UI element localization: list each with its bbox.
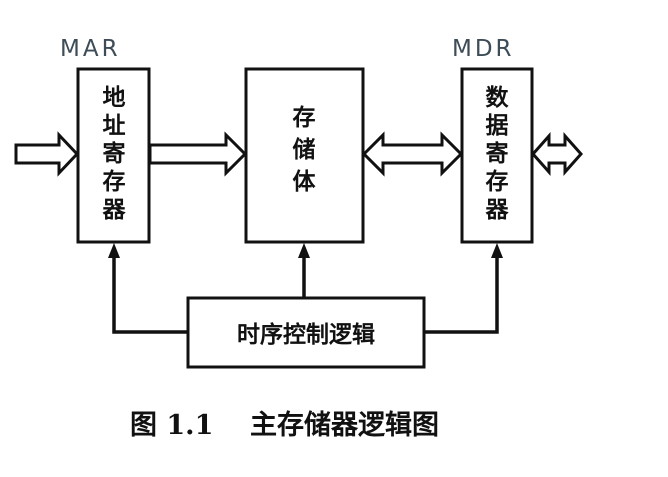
data-register-char-3: 寄 — [486, 140, 509, 167]
data-bus-bidirectional-arrow — [530, 132, 584, 176]
data-register-block: 数 据 寄 存 器 — [460, 67, 534, 244]
address-register-char-4: 存 — [103, 168, 126, 195]
address-register-block: 地 址 寄 存 器 — [76, 67, 151, 244]
mar-label: MAR — [60, 36, 121, 62]
memory-mdr-bidirectional-arrow — [361, 131, 464, 177]
address-input-arrow — [14, 131, 80, 177]
address-register-char-2: 址 — [103, 113, 126, 139]
control-arrowhead-mdr — [491, 243, 503, 258]
data-register-char-2: 据 — [486, 113, 509, 139]
control-line-to-mdr — [424, 255, 499, 334]
address-register-char-1: 地 — [103, 85, 126, 111]
memory-body-char-1: 存 — [293, 104, 316, 131]
timing-control-block: 时序控制逻辑 — [186, 296, 426, 369]
memory-body-char-3: 体 — [293, 169, 317, 195]
mar-to-memory-arrow — [148, 131, 248, 177]
data-register-char-4: 存 — [486, 168, 509, 195]
data-register-char-1: 数 — [486, 85, 510, 111]
control-line-to-mar — [112, 255, 188, 334]
figure-number: 图 1.1 — [130, 410, 213, 441]
address-register-char-3: 寄 — [103, 140, 126, 167]
address-register-char-5: 器 — [102, 197, 127, 223]
memory-body-block: 存 储 体 — [244, 67, 365, 244]
mdr-label: MDR — [452, 36, 515, 62]
data-register-char-5: 器 — [485, 197, 510, 223]
timing-control-label: 时序控制逻辑 — [237, 321, 375, 348]
figure-title: 主存储器逻辑图 — [250, 410, 439, 441]
control-arrowhead-mar — [108, 243, 120, 258]
control-arrowhead-memory — [298, 243, 310, 258]
memory-body-char-2: 储 — [293, 136, 316, 163]
